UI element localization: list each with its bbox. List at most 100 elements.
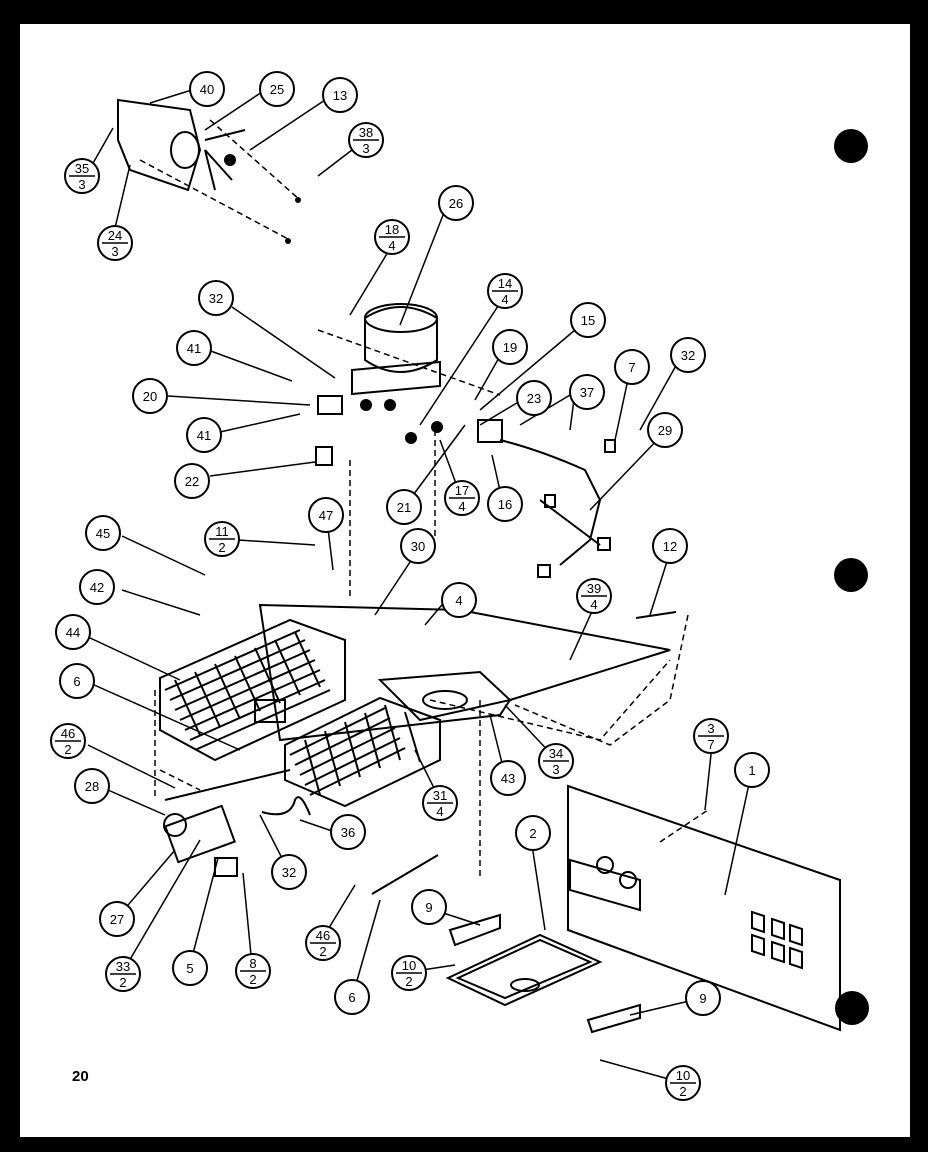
- callout-c3: 37: [693, 718, 729, 754]
- callout-circle: [132, 378, 168, 414]
- binder-hole-middle: [834, 558, 868, 592]
- callout-part-number: 42: [90, 580, 104, 595]
- relay-overload: [315, 395, 616, 578]
- callout-part-number: 10: [676, 1068, 690, 1083]
- callout-part-number: 43: [501, 771, 515, 786]
- leader-lines: [87, 88, 753, 1084]
- drain-pan: [445, 913, 641, 1034]
- callout-c34: 343: [538, 743, 574, 779]
- callout-part-number: 32: [209, 291, 223, 306]
- callout-part-number: 45: [96, 526, 110, 541]
- callout-c2: 2: [515, 815, 551, 851]
- callout-part-number: 21: [397, 500, 411, 515]
- callout-part-number: 37: [580, 385, 594, 400]
- callout-circle: [334, 979, 370, 1015]
- callout-circle: [490, 760, 526, 796]
- callout-quantity: 4: [501, 292, 508, 307]
- callout-part-number: 23: [527, 391, 541, 406]
- callout-part-number: 13: [333, 88, 347, 103]
- callout-part-number: 38: [359, 125, 373, 140]
- misc-parts: [154, 611, 689, 800]
- callout-c5: 5: [172, 950, 208, 986]
- binder-hole-top: [834, 129, 868, 163]
- callout-quantity: 4: [590, 597, 597, 612]
- callout-circle: [198, 280, 234, 316]
- callout-circle: [670, 337, 706, 373]
- callout-circle: [652, 528, 688, 564]
- callout-part-number: 18: [385, 222, 399, 237]
- callout-part-number: 25: [270, 82, 284, 97]
- callout-c13: 13: [322, 77, 358, 113]
- callout-c32c: 32: [271, 854, 307, 890]
- callout-circle: [569, 374, 605, 410]
- callout-part-number: 1: [748, 763, 755, 778]
- callout-part-number: 20: [143, 389, 157, 404]
- callout-c10b: 102: [665, 1065, 701, 1101]
- callout-c36: 36: [330, 814, 366, 850]
- callout-circle: [74, 768, 110, 804]
- callout-circle: [271, 854, 307, 890]
- callout-part-number: 27: [110, 912, 124, 927]
- callout-quantity: 3: [111, 244, 118, 259]
- binder-hole-bottom: [835, 991, 869, 1025]
- callout-circle: [189, 71, 225, 107]
- page-number: 20: [72, 1068, 89, 1085]
- callout-circle: [487, 486, 523, 522]
- callout-part-number: 28: [85, 779, 99, 794]
- callout-quantity: 2: [319, 944, 326, 959]
- callout-c23: 23: [516, 380, 552, 416]
- callout-part-number: 30: [411, 539, 425, 554]
- callout-part-number: 46: [61, 726, 75, 741]
- callout-part-number: 34: [549, 746, 563, 761]
- callout-c43: 43: [490, 760, 526, 796]
- callout-circle: [330, 814, 366, 850]
- callout-c46b: 462: [305, 925, 341, 961]
- callout-part-number: 39: [587, 581, 601, 596]
- callout-circle: [400, 528, 436, 564]
- callout-part-number: 11: [215, 524, 229, 539]
- callout-c21: 21: [386, 489, 422, 525]
- callout-part-number: 6: [73, 674, 80, 689]
- callout-part-number: 7: [628, 360, 635, 375]
- callout-part-number: 40: [200, 82, 214, 97]
- rear-access-panel: [567, 784, 841, 1032]
- callout-circle: [59, 663, 95, 699]
- callout-part-number: 15: [581, 313, 595, 328]
- callout-quantity: 3: [78, 177, 85, 192]
- callout-c4: 4: [441, 582, 477, 618]
- callout-circle: [99, 901, 135, 937]
- callout-quantity: 3: [362, 141, 369, 156]
- callout-quantity: 2: [249, 972, 256, 987]
- callout-part-number: 9: [425, 900, 432, 915]
- callout-c44: 44: [55, 614, 91, 650]
- callout-c6a: 6: [59, 663, 95, 699]
- callout-circle: [174, 463, 210, 499]
- callout-quantity: 7: [707, 737, 714, 752]
- callout-quantity: 2: [405, 974, 412, 989]
- callout-c14: 144: [487, 273, 523, 309]
- callout-c38: 383: [348, 122, 384, 158]
- callout-quantity: 2: [679, 1084, 686, 1099]
- callout-c24: 243: [97, 225, 133, 261]
- callout-circle: [85, 515, 121, 551]
- callout-c46a: 462: [50, 723, 86, 759]
- callout-circle: [386, 489, 422, 525]
- callout-part-number: 26: [449, 196, 463, 211]
- callout-c9a: 9: [411, 889, 447, 925]
- callout-part-number: 3: [707, 721, 714, 736]
- callout-c41a: 41: [176, 330, 212, 366]
- callout-c32b: 32: [670, 337, 706, 373]
- callout-circle: [570, 302, 606, 338]
- callout-part-number: 41: [187, 341, 201, 356]
- callout-part-number: 41: [197, 428, 211, 443]
- callout-circle: [515, 815, 551, 851]
- condenser-coil-small: [284, 696, 441, 808]
- callout-circle: [186, 417, 222, 453]
- callout-c42: 42: [79, 569, 115, 605]
- callout-c9b: 9: [685, 980, 721, 1016]
- callout-part-number: 32: [681, 348, 695, 363]
- callout-part-number: 22: [185, 474, 199, 489]
- callout-circle: [516, 380, 552, 416]
- callout-circle: [492, 329, 528, 365]
